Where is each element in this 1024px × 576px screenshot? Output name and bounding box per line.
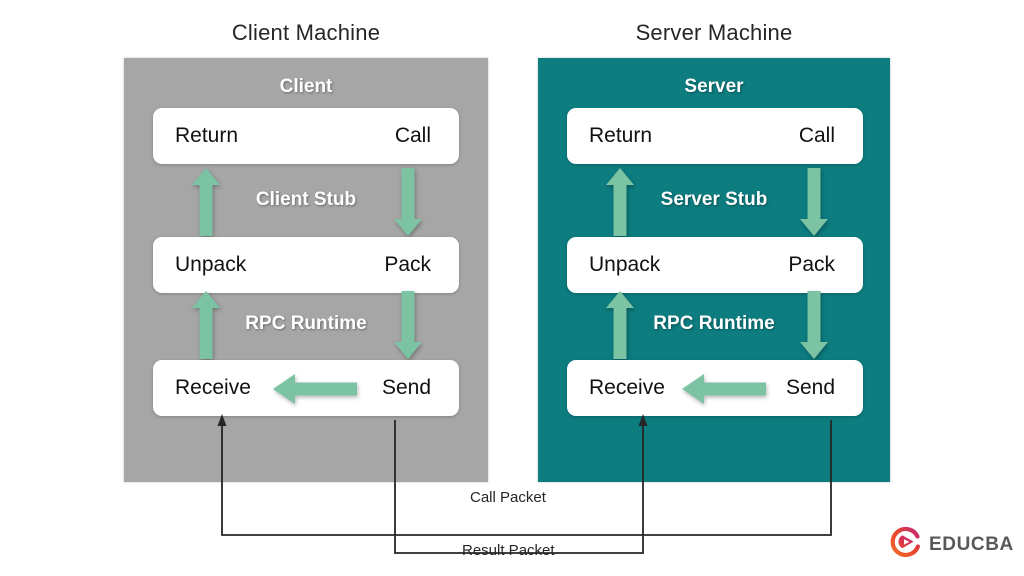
client-machine-title: Client Machine (231, 20, 381, 45)
client-panel-heading: Client (279, 76, 333, 97)
educba-logo: EDUCBA (890, 526, 1014, 563)
client-rpc-runtime-label: RPC Runtime (245, 313, 367, 334)
client-unpack-label: Unpack (175, 253, 247, 276)
client-stub-interface-box: Return Call (153, 108, 459, 164)
client-stub-label: Client Stub (255, 189, 357, 210)
arrow-down-icon (394, 168, 422, 236)
server-stub-label: Server Stub (660, 189, 768, 210)
server-transport-box: Receive Send (567, 360, 863, 416)
arrow-up-icon (606, 168, 634, 236)
server-send-label: Send (785, 376, 835, 399)
arrow-up-icon (192, 291, 220, 359)
server-panel-heading: Server (684, 76, 744, 97)
client-receive-label: Receive (175, 376, 251, 399)
arrow-down-icon (800, 168, 828, 236)
client-pack-label: Pack (384, 253, 431, 276)
client-transport-box: Receive Send (153, 360, 459, 416)
educba-wordmark: EDUCBA (929, 533, 1014, 555)
client-marshalling-box: Unpack Pack (153, 237, 459, 293)
arrow-left-icon (273, 374, 357, 404)
server-unpack-label: Unpack (589, 253, 661, 276)
arrow-up-icon (192, 168, 220, 236)
server-call-label: Call (798, 124, 835, 147)
server-pack-label: Pack (788, 253, 835, 276)
educba-mark-icon (890, 526, 922, 563)
server-rpc-runtime-label: RPC Runtime (653, 313, 775, 334)
server-machine-title: Server Machine (635, 20, 793, 45)
server-machine-panel: Server Return Call Server Stub Unpack Pa… (538, 58, 890, 482)
arrow-down-icon (800, 291, 828, 359)
arrow-down-icon (394, 291, 422, 359)
client-send-label: Send (381, 376, 431, 399)
server-return-label: Return (589, 124, 653, 147)
client-call-label: Call (394, 124, 431, 147)
result-packet-label: Result Packet (462, 542, 555, 559)
client-machine-panel: Client Return Call Client Stub Unpack Pa… (124, 58, 488, 482)
arrow-up-icon (606, 291, 634, 359)
server-marshalling-box: Unpack Pack (567, 237, 863, 293)
server-receive-label: Receive (589, 376, 665, 399)
arrow-left-icon (682, 374, 766, 404)
call-packet-label: Call Packet (470, 489, 546, 506)
server-stub-interface-box: Return Call (567, 108, 863, 164)
client-return-label: Return (175, 124, 239, 147)
